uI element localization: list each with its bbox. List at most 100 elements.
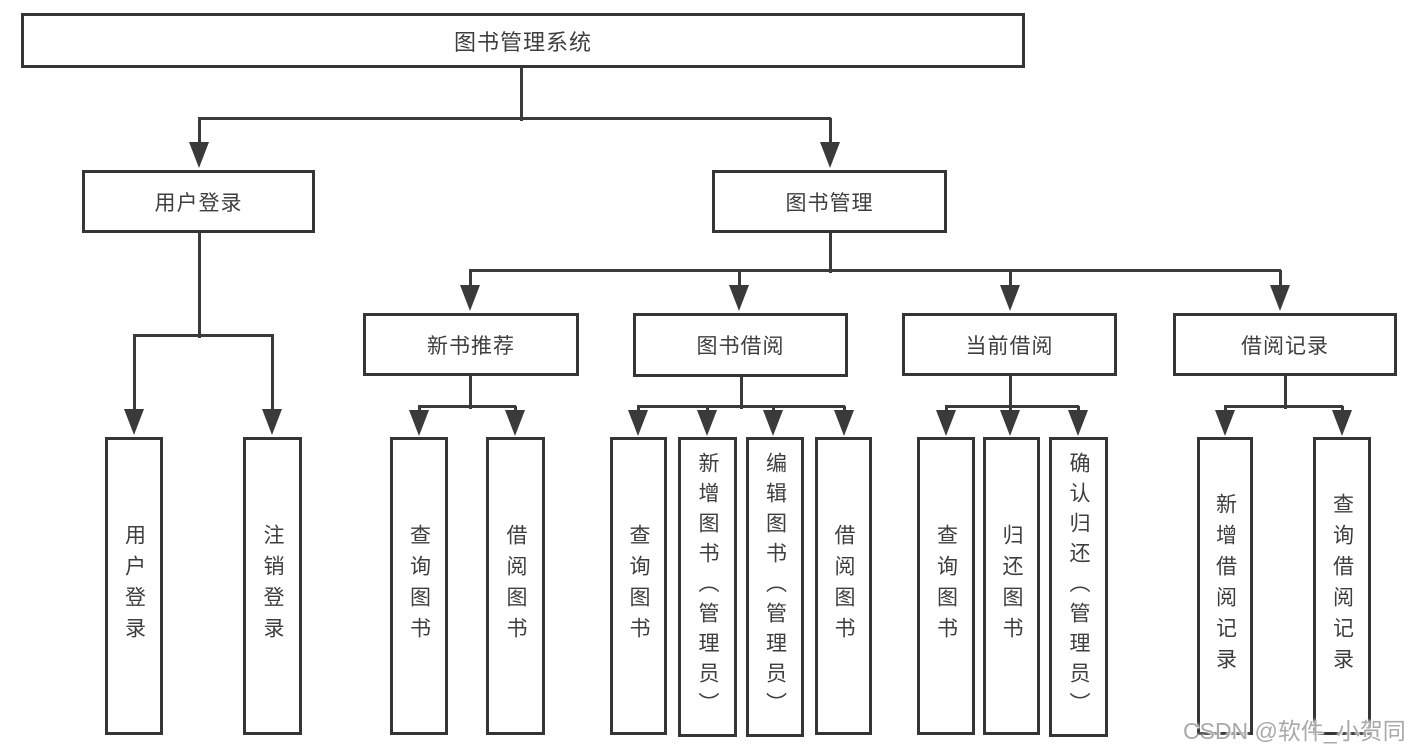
node-label: 新增图书（管理员）	[696, 452, 719, 722]
arrowhead-icon	[262, 409, 282, 435]
arrow-down-icon	[820, 118, 840, 168]
node-borrow-books-rec: 借阅图书	[486, 437, 545, 735]
csdn-watermark: CSDN @软件_小贺同学	[1183, 718, 1405, 744]
arrow-down-icon	[1215, 406, 1235, 436]
node-query-borrow-record: 查询借阅记录	[1313, 437, 1371, 735]
arrow-down-icon	[1068, 406, 1088, 436]
arrow-down-icon	[936, 406, 956, 436]
arrowhead-icon	[1068, 410, 1088, 436]
node-label: 归还图书	[1000, 524, 1023, 648]
arrowhead-icon	[628, 410, 648, 436]
node-borrow-books-2: 借阅图书	[815, 437, 872, 735]
connector-stem-line	[828, 233, 832, 273]
node-label: 图书管理系统	[453, 29, 592, 55]
node-login: 用户登录	[105, 437, 163, 735]
node-book-borrow: 图书借阅	[633, 313, 848, 377]
node-label: 用户登录	[154, 191, 243, 215]
node-query-books-rec: 查询图书	[390, 437, 448, 735]
arrowhead-icon	[820, 142, 840, 168]
arrowhead-icon	[460, 285, 480, 311]
node-query-books-current: 查询图书	[917, 437, 975, 735]
arrowhead-icon	[124, 409, 144, 435]
node-borrow-records: 借阅记录	[1173, 313, 1397, 376]
arrow-shaft	[197, 118, 201, 148]
connector-stem-line	[1283, 376, 1287, 409]
connector-stem-line	[739, 377, 743, 409]
node-add-borrow-record: 新增借阅记录	[1197, 437, 1253, 735]
arrow-shaft	[1278, 270, 1282, 291]
node-label: 图书管理	[785, 191, 874, 215]
arrow-down-icon	[505, 406, 525, 436]
arrowhead-icon	[189, 142, 209, 168]
arrow-down-icon	[1332, 406, 1352, 436]
arrow-down-icon	[409, 406, 429, 436]
node-label: 新书推荐	[427, 334, 515, 358]
node-label: 注销登录	[261, 524, 284, 648]
node-return-books: 归还图书	[983, 437, 1040, 735]
connector-stem-line	[468, 376, 472, 409]
arrowhead-icon	[936, 410, 956, 436]
node-new-book-rec: 新书推荐	[363, 313, 579, 376]
connector-branch-line	[133, 333, 274, 337]
arrowhead-icon	[1000, 285, 1020, 311]
arrow-down-icon	[1000, 406, 1020, 436]
node-book-mgmt-module: 图书管理	[712, 170, 947, 233]
node-label: 借阅记录	[1241, 334, 1329, 358]
arrow-shaft	[737, 270, 741, 291]
arrow-down-icon	[262, 335, 282, 435]
arrow-down-icon	[1000, 270, 1020, 311]
node-label: 编辑图书（管理员）	[763, 452, 787, 722]
node-label: 查询图书	[407, 524, 431, 648]
arrowhead-icon	[505, 410, 525, 436]
arrow-shaft	[1008, 270, 1012, 291]
node-label: 查询借阅记录	[1330, 493, 1354, 679]
arrow-down-icon	[729, 270, 749, 311]
node-label: 查询图书	[627, 524, 650, 648]
connector-branch-line	[469, 268, 1281, 272]
node-label: 确认归还（管理员）	[1067, 452, 1090, 722]
connector-stem-line	[1008, 376, 1012, 409]
arrow-shaft	[132, 335, 136, 415]
arrow-down-icon	[763, 406, 783, 436]
arrow-down-icon	[834, 406, 854, 436]
connector-branch-line	[637, 404, 845, 408]
node-label: 用户登录	[122, 524, 146, 648]
node-label: 新增借阅记录	[1213, 493, 1237, 679]
connector-stem-line	[519, 68, 523, 121]
arrow-down-icon	[1270, 270, 1290, 311]
arrowhead-icon	[1332, 410, 1352, 436]
arrowhead-icon	[1215, 410, 1235, 436]
arrowhead-icon	[1000, 410, 1020, 436]
arrowhead-icon	[763, 410, 783, 436]
node-label: 借阅图书	[504, 524, 527, 648]
arrowhead-icon	[729, 285, 749, 311]
arrowhead-icon	[697, 410, 717, 436]
arrow-shaft	[270, 335, 274, 415]
arrowhead-icon	[409, 410, 429, 436]
connector-branch-line	[198, 116, 831, 120]
node-label: 借阅图书	[832, 524, 855, 648]
node-current-borrow: 当前借阅	[902, 313, 1117, 376]
node-label: 当前借阅	[965, 334, 1054, 358]
arrow-down-icon	[189, 118, 209, 168]
arrow-down-icon	[628, 406, 648, 436]
node-add-books-admin: 新增图书（管理员）	[678, 437, 737, 737]
arrow-down-icon	[460, 270, 480, 311]
node-user-login-module: 用户登录	[82, 170, 315, 233]
node-root: 图书管理系统	[21, 13, 1025, 68]
node-label: 查询图书	[934, 524, 958, 648]
arrow-shaft	[828, 118, 832, 148]
arrow-down-icon	[697, 406, 717, 436]
arrow-shaft	[468, 270, 472, 291]
connector-stem-line	[197, 233, 201, 338]
connector-branch-line	[945, 404, 1079, 408]
arrowhead-icon	[1270, 285, 1290, 311]
connector-branch-line	[1224, 404, 1343, 408]
node-query-books-borrow: 查询图书	[610, 437, 667, 735]
arrowhead-icon	[834, 410, 854, 436]
node-edit-books-admin: 编辑图书（管理员）	[746, 437, 804, 737]
arrow-down-icon	[124, 335, 144, 435]
node-confirm-return-admin: 确认归还（管理员）	[1049, 437, 1108, 737]
connector-branch-line	[418, 404, 516, 408]
